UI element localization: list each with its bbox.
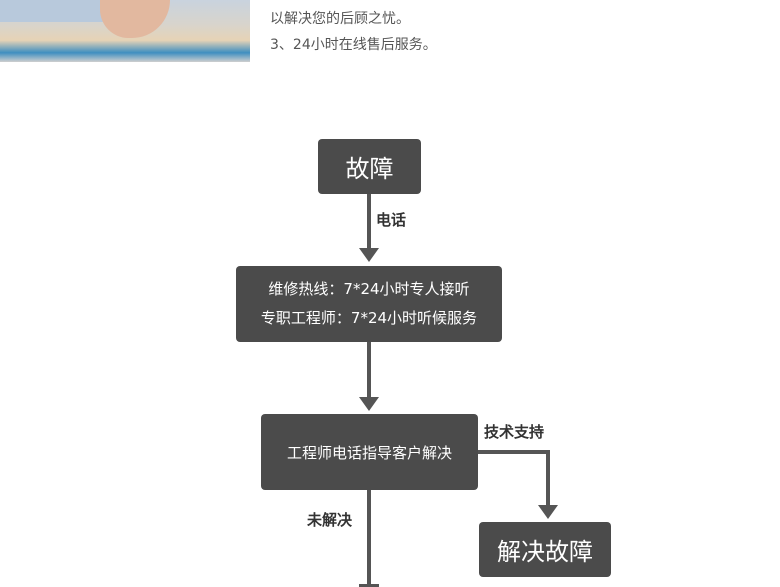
arrow-down-icon <box>359 397 379 411</box>
arrow-down-icon <box>359 584 379 587</box>
flow-edge-line <box>478 450 550 454</box>
flow-edge-line <box>367 490 371 587</box>
flow-node-resolved: 解决故障 <box>479 522 611 577</box>
flow-node-phone-guide: 工程师电话指导客户解决 <box>261 414 478 490</box>
arrow-down-icon <box>359 248 379 262</box>
flow-node-support-lines: 维修热线：7*24小时专人接听 专职工程师：7*24小时听候服务 <box>236 266 502 342</box>
intro-line-2: 3、24小时在线售后服务。 <box>270 37 437 53</box>
edge-label-tech-support: 技术支持 <box>484 423 545 441</box>
arrow-down-icon <box>538 505 558 519</box>
edge-label-unsolved: 未解决 <box>307 511 353 529</box>
engineer-text: 专职工程师：7*24小时听候服务 <box>260 309 478 327</box>
flow-node-fault: 故障 <box>318 139 421 194</box>
flow-edge-line <box>546 450 550 506</box>
handshake-image-sleeve <box>0 0 120 22</box>
hotline-text: 维修热线：7*24小时专人接听 <box>268 280 470 298</box>
edge-label-phone: 电话 <box>376 211 407 229</box>
flow-edge-line <box>367 342 371 399</box>
intro-line-1: 以解决您的后顾之忧。 <box>270 11 410 27</box>
flow-edge-line <box>367 194 371 249</box>
